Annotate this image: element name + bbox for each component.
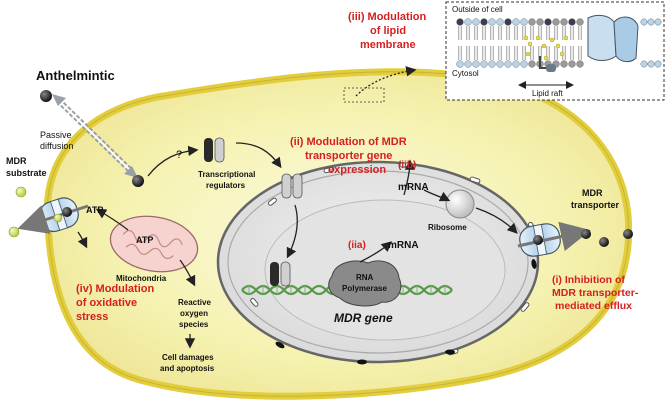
mechanism-i-line2: MDR transporter- <box>552 287 639 299</box>
label-mitochondria: Mitochondria <box>116 274 167 283</box>
label-ros-2: oxygen <box>180 309 208 318</box>
lipid-head-top <box>544 18 552 26</box>
label-anthelmintic: Anthelmintic <box>36 68 115 83</box>
lipid-head-bottom <box>520 60 528 68</box>
label-cell-damage-2: and apoptosis <box>160 364 215 373</box>
label-lipid-raft: Lipid raft <box>532 89 563 98</box>
mechanism-iii-line1: (iii) Modulation <box>348 11 426 23</box>
label-ribosome: Ribosome <box>428 223 467 232</box>
lipid-head-top <box>464 18 472 26</box>
process-arrows <box>77 66 518 349</box>
lipid-head-bottom <box>504 60 512 68</box>
lipid-head-top <box>496 18 504 26</box>
lipid-head-bottom <box>480 60 488 68</box>
mechanism-i-line3: mediated efflux <box>555 300 632 312</box>
label-mdr-transporter-2: transporter <box>571 200 620 210</box>
lipid-head-bottom <box>576 60 584 68</box>
lipid-head <box>640 18 648 26</box>
label-polymerase: Polymerase <box>342 284 387 293</box>
lipid-head-bottom <box>528 60 536 68</box>
label-cell-damage-1: Cell damages <box>162 353 214 362</box>
label-mdr-substrate-1: MDR <box>6 156 27 166</box>
lipid-head-top <box>576 18 584 26</box>
lipid-head-top <box>520 18 528 26</box>
mechanism-iv-line3: stress <box>76 311 108 323</box>
lipid-head <box>654 60 662 68</box>
lipid-head-bottom <box>488 60 496 68</box>
label-cytosol: Cytosol <box>452 69 479 78</box>
label-mdr-transporter-1: MDR <box>582 188 603 198</box>
lipid-head-top <box>512 18 520 26</box>
lipid-head-bottom <box>496 60 504 68</box>
label-atp-inner: ATP <box>136 235 153 245</box>
lipid-head-top <box>472 18 480 26</box>
membrane-zoom-marker <box>343 87 385 103</box>
label-mrna-lower: mRNA <box>388 240 419 251</box>
lipid-head-top <box>480 18 488 26</box>
lipid-head-bottom <box>512 60 520 68</box>
mechanism-i-line1: (i) Inhibition of <box>552 274 625 286</box>
lipid-head-top <box>560 18 568 26</box>
label-passive: Passive <box>40 130 72 140</box>
lipid-head-bottom <box>464 60 472 68</box>
ribosome <box>445 189 475 219</box>
lipid-head-top <box>488 18 496 26</box>
lipid-head-top <box>504 18 512 26</box>
label-mdr-gene: MDR gene <box>334 311 393 325</box>
label-regulators-2: regulators <box>206 181 246 190</box>
regulator-on-dna <box>270 261 291 287</box>
label-diffusion: diffusion <box>40 141 73 151</box>
label-ros-3: species <box>179 320 209 329</box>
label-atp-outer: ATP <box>86 205 103 215</box>
label-mrna-upper: mRNA <box>398 182 429 193</box>
mechanism-ii-line2: transporter gene <box>305 150 392 162</box>
mechanism-ii-line3: expression <box>328 164 386 176</box>
mdr-substrates <box>8 186 63 238</box>
lipid-head-top <box>536 18 544 26</box>
lipid-head <box>647 60 655 68</box>
label-regulators-1: Transcriptional <box>198 170 255 179</box>
mechanism-iii-line2: of lipid <box>370 25 406 37</box>
lipid-head-top <box>456 18 464 26</box>
label-rna: RNA <box>356 273 374 282</box>
label-ros-1: Reactive <box>178 298 211 307</box>
label-outside-of-cell: Outside of cell <box>452 5 503 14</box>
lipid-head-bottom <box>568 60 576 68</box>
lipid-head <box>640 60 648 68</box>
mechanism-ii-line1: (ii) Modulation of MDR <box>290 136 407 148</box>
mechanism-iib: (iib) <box>398 160 416 171</box>
lipid-head-bottom <box>456 60 464 68</box>
lipid-head-top <box>552 18 560 26</box>
mechanism-iii-line3: membrane <box>360 39 416 51</box>
lipid-head-top <box>528 18 536 26</box>
label-mdr-substrate-2: substrate <box>6 168 47 178</box>
lipid-head-bottom <box>472 60 480 68</box>
transcriptional-regulators <box>204 137 303 199</box>
mechanism-iia: (iia) <box>348 240 366 251</box>
lipid-head-top <box>568 18 576 26</box>
mechanism-iv-line1: (iv) Modulation <box>76 283 154 295</box>
lipid-head <box>647 18 655 26</box>
passive-diffusion-arrow <box>52 94 138 178</box>
lipid-head <box>654 18 662 26</box>
drug-molecules <box>40 90 633 247</box>
mitochondrion <box>109 215 199 273</box>
mechanism-iv-line2: of oxidative <box>76 297 137 309</box>
rna-polymerase <box>328 260 402 307</box>
lipid-head-bottom <box>560 60 568 68</box>
lipid-membrane-inset <box>445 1 665 101</box>
label-question-mark: ? <box>176 149 182 161</box>
